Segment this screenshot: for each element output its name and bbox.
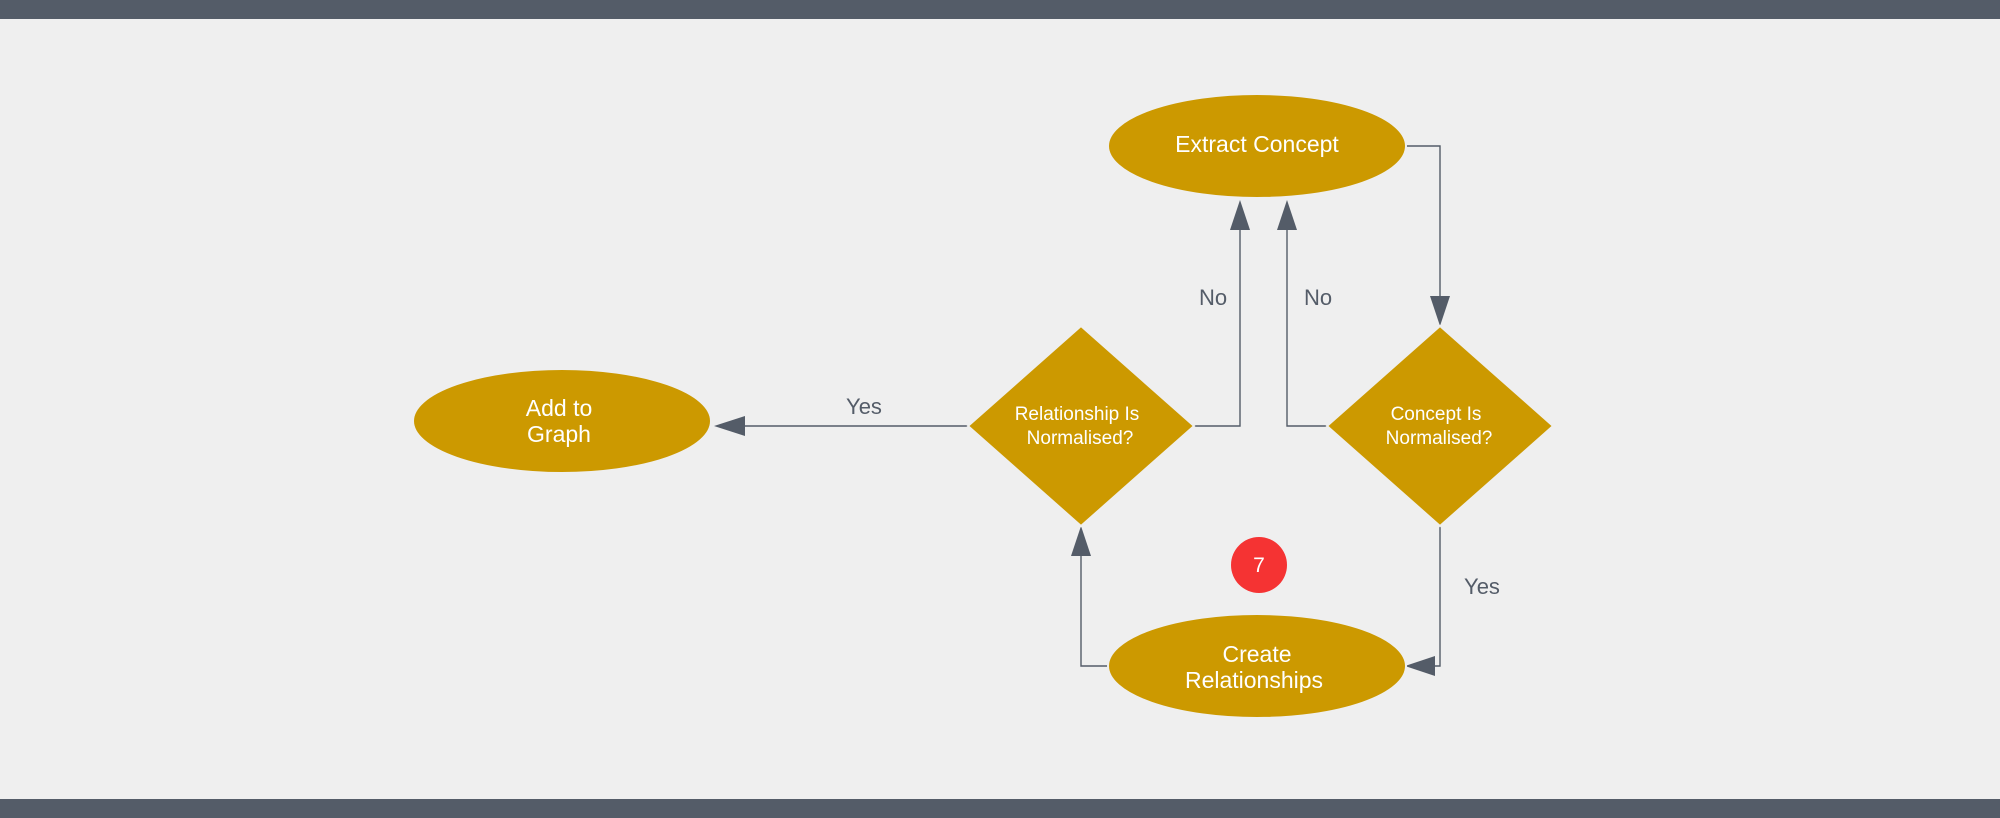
node-add-to-graph[interactable]: Add to Graph	[412, 368, 712, 474]
edge-relationship-yes-to-graph	[714, 416, 968, 436]
node-create-relationships-label-line2: Relationships	[1185, 667, 1323, 693]
edge-concept-no-to-extract	[1277, 200, 1329, 427]
node-add-to-graph-label-line1: Add to	[526, 395, 593, 421]
top-frame-bar	[0, 0, 2000, 19]
node-extract-concept[interactable]: Extract Concept	[1107, 93, 1407, 199]
edge-label-relationship-yes: Yes	[846, 394, 882, 419]
node-concept-normalised[interactable]: Concept Is Normalised?	[1325, 324, 1555, 528]
edge-extract-to-concept	[1405, 145, 1450, 326]
step-number-badge: 7	[1231, 537, 1287, 593]
edge-create-to-relationship	[1071, 526, 1108, 667]
node-create-relationships-label-line1: Create	[1222, 641, 1291, 667]
node-relationship-normalised-label-line1: Relationship Is	[1015, 404, 1140, 425]
node-extract-concept-label: Extract Concept	[1175, 131, 1339, 157]
edge-relationship-no-to-extract	[1191, 200, 1250, 427]
edge-label-relationship-no: No	[1199, 285, 1227, 310]
node-concept-normalised-label-line1: Concept Is	[1391, 404, 1482, 425]
node-relationship-normalised[interactable]: Relationship Is Normalised?	[966, 324, 1196, 528]
node-create-relationships[interactable]: Create Relationships	[1107, 613, 1407, 719]
bottom-frame-bar	[0, 799, 2000, 818]
node-add-to-graph-label-line2: Graph	[527, 421, 591, 447]
node-concept-normalised-label-line2: Normalised?	[1386, 428, 1493, 449]
edge-concept-yes-to-create	[1405, 525, 1441, 676]
step-number-badge-value: 7	[1253, 554, 1265, 577]
node-relationship-normalised-label-line2: Normalised?	[1027, 428, 1134, 449]
edge-label-concept-no: No	[1304, 285, 1332, 310]
edge-label-concept-yes: Yes	[1464, 574, 1500, 599]
